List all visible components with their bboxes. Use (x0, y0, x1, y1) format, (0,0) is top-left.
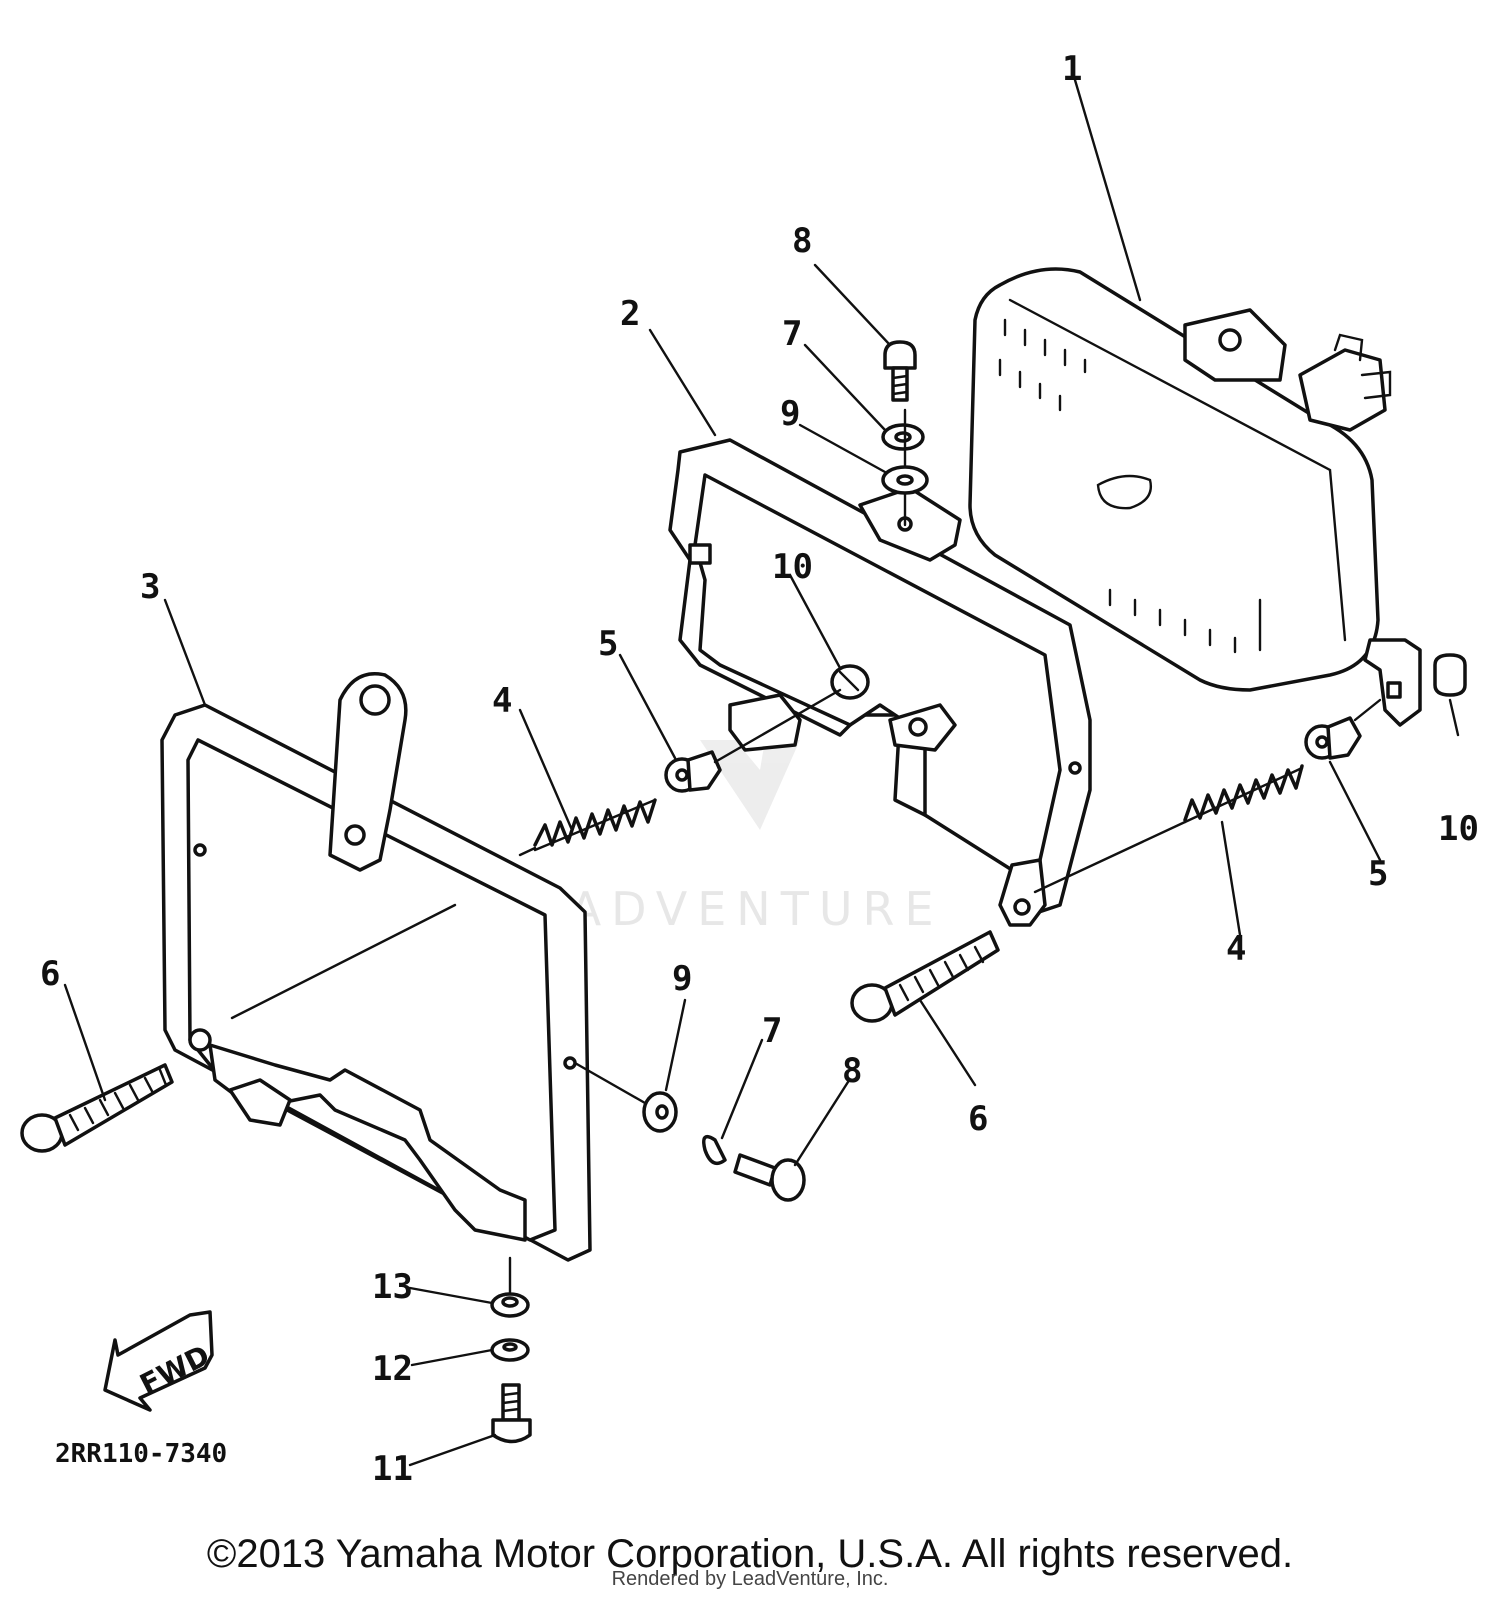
callout-1: 1 (1062, 49, 1082, 89)
spring-4-left (533, 798, 657, 852)
callout-5-right: 5 (1368, 854, 1388, 894)
callout-9-top: 9 (780, 394, 800, 434)
assembly-lines (230, 408, 1382, 1294)
spring-4-right (1183, 764, 1304, 824)
washer-7-top (881, 423, 925, 451)
washer-7-bottom (702, 1134, 727, 1166)
rendered-by-notice: Rendered by LeadVenture, Inc. (611, 1568, 889, 1590)
callout-5-left: 5 (598, 624, 618, 664)
callouts: 1 2 3 4 4 5 5 6 6 7 7 8 8 9 9 10 10 11 1… (40, 49, 1479, 1489)
callout-12: 12 (372, 1349, 413, 1389)
washer-9-bottom (642, 1091, 678, 1133)
washer-9-top (881, 465, 929, 495)
washer-12 (490, 1338, 530, 1362)
bolt-11 (491, 1383, 532, 1444)
callout-9-bottom: 9 (672, 959, 692, 999)
bolt-8-bottom (733, 1153, 806, 1202)
leader-lines (63, 78, 1460, 1467)
outer-rim (160, 672, 592, 1262)
callout-10-right: 10 (1438, 809, 1479, 849)
headlight-unit (968, 267, 1422, 727)
callout-3: 3 (140, 567, 160, 607)
inner-frame (668, 438, 1092, 927)
callout-4-left: 4 (492, 681, 512, 721)
screw-6-left (20, 1063, 174, 1153)
callout-7-top: 7 (782, 314, 802, 354)
callout-2: 2 (620, 294, 640, 334)
callout-13: 13 (372, 1267, 413, 1307)
diagram-code: 2RR110-7340 (55, 1439, 227, 1469)
callout-6-left: 6 (40, 954, 60, 994)
copyright-notice: ©2013 Yamaha Motor Corporation, U.S.A. A… (206, 1532, 1294, 1576)
cap-10-right (1433, 653, 1467, 697)
callout-10-inner: 10 (772, 547, 813, 587)
cap-10-inner (830, 664, 870, 700)
fwd-arrow-icon: FWD (103, 1310, 215, 1412)
bolt-8-top (883, 340, 917, 402)
nut-13 (490, 1292, 530, 1318)
callout-6-right: 6 (968, 1099, 988, 1139)
nut-5-right (1304, 716, 1362, 760)
nut-5-left (664, 750, 722, 793)
callout-11: 11 (372, 1449, 413, 1489)
callout-8-bottom: 8 (842, 1051, 862, 1091)
screw-6-right (850, 930, 1000, 1023)
callout-7-bottom: 7 (762, 1011, 782, 1051)
callout-4-right: 4 (1226, 929, 1246, 969)
callout-8-top: 8 (792, 221, 812, 261)
